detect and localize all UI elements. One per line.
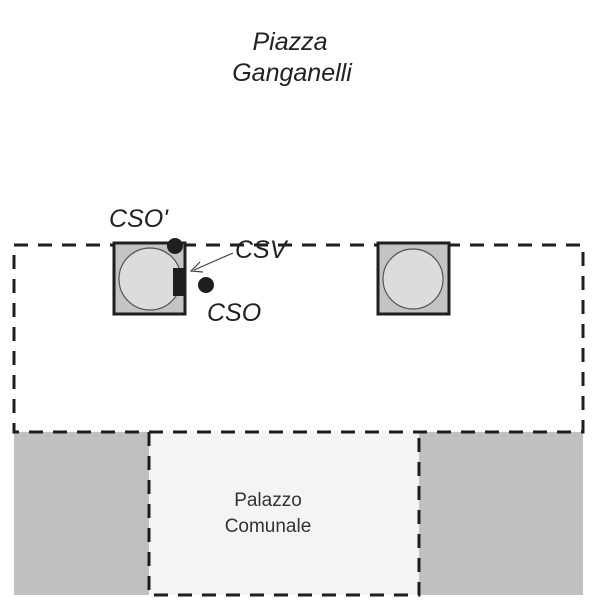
right-column bbox=[376, 241, 451, 316]
palazzo-boundary bbox=[147, 432, 421, 597]
palazzo-line-2: Comunale bbox=[225, 516, 312, 537]
right-side-block bbox=[419, 432, 583, 595]
portico-outline bbox=[12, 243, 585, 434]
left-column-shaft bbox=[118, 247, 182, 311]
cso-prime-sensor bbox=[167, 238, 183, 254]
left-side-block bbox=[14, 432, 149, 595]
cso-label: CSO bbox=[207, 299, 261, 327]
cso-prime-label: CSO' bbox=[109, 205, 169, 233]
left-column bbox=[112, 241, 187, 316]
csv-label: CSV bbox=[235, 236, 289, 264]
cso-sensor bbox=[198, 277, 214, 293]
title-line-2: Ganganelli bbox=[232, 59, 353, 87]
palazzo-line-1: Palazzo bbox=[234, 490, 302, 511]
palazzo-comunale-block bbox=[149, 432, 419, 595]
csv-sensor bbox=[173, 268, 185, 296]
csv-arrow bbox=[189, 252, 234, 273]
right-column-shaft bbox=[382, 248, 444, 310]
title-line-1: Piazza bbox=[252, 28, 327, 56]
